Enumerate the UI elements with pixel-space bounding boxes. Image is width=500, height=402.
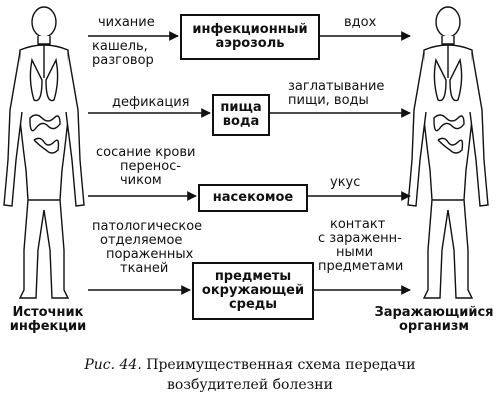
label-recipient-1: Заражающийся [374,305,494,320]
label-pathologic-1: патологическое [92,219,203,234]
caption-fig-number: Рис. 44. [84,357,142,373]
label-pathologic-2: отделяемое [100,233,183,248]
caption-line2: возбудителей болезни [167,377,333,393]
transmission-arrows [88,31,411,295]
label-swallowing-1: заглатывание [288,79,385,94]
source-person-figure [3,6,85,299]
box-food-line1: пища [220,100,262,115]
figure-caption: Рис. 44. Преимущественная схема передачи [0,356,500,374]
label-swallowing-2: пищи, воды [288,93,369,108]
box-environment-objects: предметы окружающей среды [192,262,314,320]
label-blood-sucking-3: чиком [120,173,162,188]
caption-line1: Преимущественная схема передачи [146,357,416,373]
label-cough: кашель, [92,39,148,54]
label-pathologic-3: пораженных [106,247,194,262]
label-defecation: дефикация [112,95,190,110]
label-pathologic-4: тканей [120,261,169,276]
label-source-1: Источник [12,305,84,320]
box-food-water: пища вода [212,94,270,136]
box-food-line2: вода [222,114,260,129]
label-blood-sucking-2: перенос- [120,159,182,174]
box-infectious-aerosol: инфекционный аэрозоль [180,14,320,60]
label-inhale: вдох [344,15,377,30]
box-aerosol-line2: аэрозоль [215,36,285,51]
recipient-person-figure [407,6,489,299]
label-contact-2: с зараженн- [318,231,402,246]
label-contact-4: предметами [318,259,404,274]
box-aerosol-line1: инфекционный [192,22,308,37]
label-contact-3: ными [336,245,374,260]
label-recipient-2: организм [398,319,470,334]
label-blood-sucking-1: сосание крови [96,145,196,160]
label-bite: укус [330,175,361,190]
box-objects-line1: предметы [214,269,292,284]
label-contact-1: контакт [330,217,386,232]
figure-caption-line2: возбудителей болезни [0,376,500,394]
box-insect: насекомое [198,184,308,212]
label-source-2: инфекции [9,319,87,334]
box-objects-line3: среды [228,297,278,312]
label-speech: разговор [92,53,154,68]
label-sneezing: чихание [98,15,155,30]
box-objects-line2: окружающей [201,283,305,298]
box-insect-line1: насекомое [212,190,294,205]
